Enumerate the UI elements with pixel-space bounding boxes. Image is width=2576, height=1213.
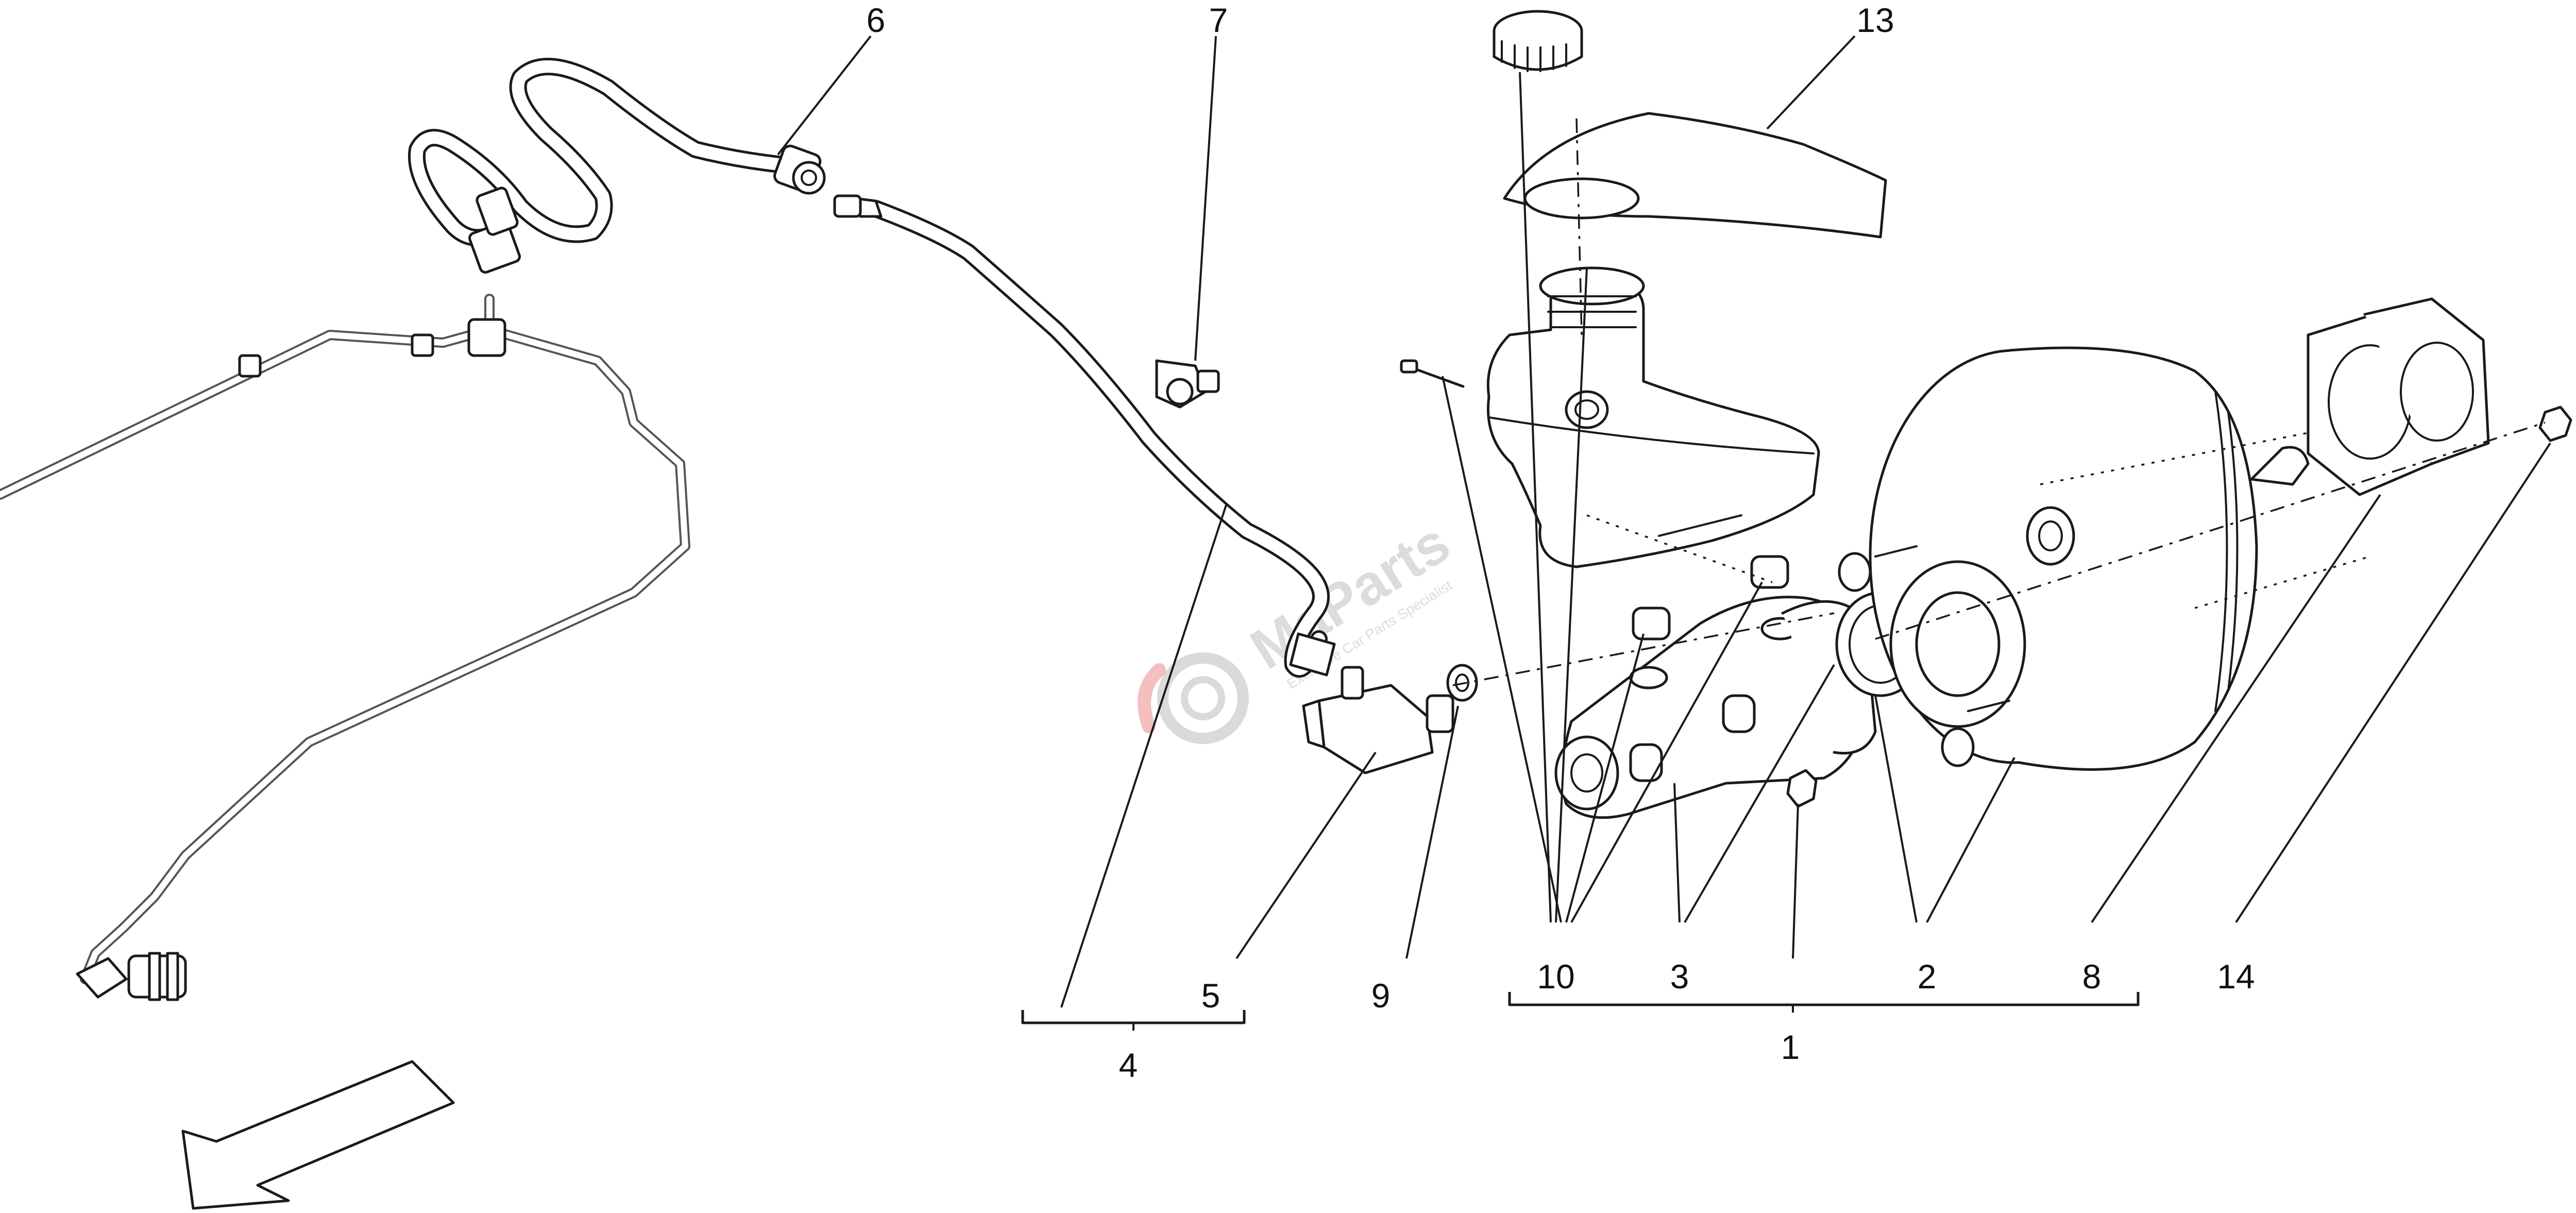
reservoir-grommets-3	[1632, 555, 1789, 641]
nut-14	[2538, 406, 2572, 442]
callout-13: 13	[1856, 1, 1894, 39]
bleed-screw	[1400, 359, 1465, 388]
callout-3: 3	[1670, 957, 1689, 996]
callout-7: 7	[1209, 1, 1228, 39]
feed-hose	[833, 194, 1336, 678]
callout-8: 8	[2082, 957, 2102, 996]
group-bracket-4	[1021, 1010, 1246, 1031]
brake-booster	[1838, 346, 2310, 771]
flexible-hose	[408, 58, 826, 274]
nut	[1786, 769, 1818, 808]
hose-clip-7	[1155, 359, 1220, 409]
hose-fitting-6	[773, 144, 826, 195]
orientation-arrow-icon	[181, 1060, 455, 1210]
callout-9: 9	[1371, 976, 1391, 1015]
callout-6: 6	[867, 1, 886, 39]
callout-14: 14	[2217, 957, 2255, 996]
gasket-8	[2307, 297, 2490, 496]
line-end-fitting	[76, 952, 187, 1001]
callout-5: 5	[1201, 976, 1221, 1015]
group-bracket-1	[1508, 992, 2140, 1013]
heat-shield-13	[1503, 112, 1887, 239]
leader-lines	[777, 35, 2551, 1008]
pressure-sensor-5	[1302, 666, 1454, 774]
callout-2: 2	[1918, 957, 1937, 996]
fluid-reservoir	[1486, 266, 1820, 568]
callout-1: 1	[1781, 1028, 1800, 1066]
callout-10: 10	[1537, 957, 1574, 996]
rigid-brake-line	[0, 294, 690, 984]
reservoir-cap	[1493, 10, 1583, 72]
callout-4: 4	[1119, 1046, 1138, 1084]
assembly-axes	[1452, 118, 2546, 686]
